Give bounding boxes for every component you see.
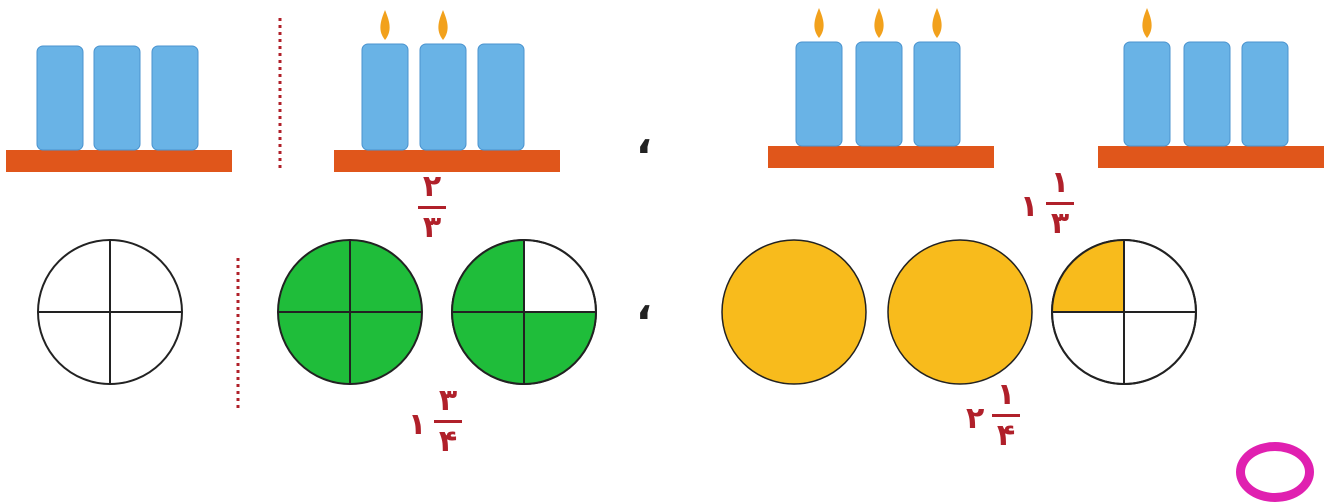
- candle: [913, 41, 961, 147]
- candle-plate: [768, 146, 994, 168]
- whole-circles-right: ۲: [966, 401, 985, 436]
- candle-group-3: [768, 8, 994, 168]
- candle: [1123, 41, 1171, 147]
- fraction-circles-right: ۱ ۴: [986, 380, 1026, 451]
- flame-icon: [1142, 8, 1152, 38]
- circle-outline: [721, 239, 867, 385]
- flame-icon: [814, 8, 824, 38]
- candle: [795, 41, 843, 147]
- comma-top: ،: [636, 114, 652, 163]
- candle: [93, 45, 141, 151]
- fraction-numerator: ۳: [438, 383, 458, 418]
- candle: [419, 43, 467, 151]
- candle: [855, 41, 903, 147]
- candle: [477, 43, 525, 151]
- circle-2: [277, 239, 423, 385]
- flame-icon: [438, 10, 448, 40]
- fraction-bar: [434, 420, 462, 423]
- fraction-denominator: ۳: [422, 210, 442, 245]
- fraction-denominator: ۴: [996, 418, 1016, 453]
- candle-plate: [6, 150, 232, 172]
- candle: [36, 45, 84, 151]
- fraction-bar: [1046, 202, 1074, 205]
- fraction-bar: [418, 206, 446, 209]
- fraction-candles-left: ۲ ۳: [412, 172, 452, 243]
- candle: [151, 45, 199, 151]
- candle: [1183, 41, 1231, 147]
- candle-plate: [334, 150, 560, 172]
- flame-icon: [932, 8, 942, 38]
- candle-group-2: [334, 10, 560, 172]
- fraction-denominator: ۴: [438, 424, 458, 459]
- fraction-numerator: ۲: [422, 169, 442, 204]
- whole-candles-right: ۱: [1020, 189, 1039, 224]
- comma-bottom: ،: [636, 280, 652, 329]
- circle-1: [37, 239, 183, 385]
- candle: [1241, 41, 1289, 147]
- candle-group-4: [1098, 8, 1324, 168]
- circle-6: [1051, 239, 1197, 385]
- candle: [361, 43, 409, 151]
- whole-circles-left: ۱: [408, 407, 427, 442]
- fraction-circles-left: ۳ ۴: [428, 386, 468, 457]
- flame-icon: [874, 8, 884, 38]
- flame-icon: [380, 10, 390, 40]
- circle-filled-part: [1052, 240, 1124, 312]
- circle-outline: [887, 239, 1033, 385]
- fraction-denominator: ۳: [1050, 206, 1070, 241]
- circle-4: [721, 239, 867, 385]
- circle-5: [887, 239, 1033, 385]
- illustration-canvas: [6, 8, 1324, 408]
- fraction-bar: [992, 414, 1020, 417]
- candle-plate: [1098, 146, 1324, 168]
- decorative-swirl-icon: [1236, 442, 1314, 502]
- fraction-candles-right: ۱ ۳: [1040, 168, 1080, 239]
- circle-3: [451, 239, 597, 385]
- fraction-numerator: ۱: [996, 377, 1016, 412]
- fraction-numerator: ۱: [1050, 165, 1070, 200]
- candle-group-1: [6, 45, 232, 172]
